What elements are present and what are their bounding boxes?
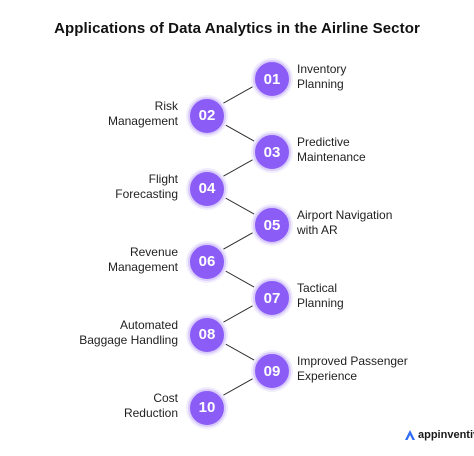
step-label-line1: Predictive xyxy=(297,135,350,149)
step-circle-03: 03 xyxy=(253,133,291,171)
step-label-line2: Reduction xyxy=(123,405,178,420)
step-circle-02: 02 xyxy=(188,96,226,135)
step-label-line1: Flight xyxy=(148,171,178,186)
step-circle-10: 10 xyxy=(188,388,226,427)
step-circle-08: 08 xyxy=(188,315,226,354)
step-circle-05: 05 xyxy=(253,206,291,244)
step-label-line2: Management xyxy=(107,259,178,274)
step-label-line2: Maintenance xyxy=(297,150,366,164)
step-label-line2: Planning xyxy=(297,77,344,91)
step-label-line2: Forecasting xyxy=(115,186,178,201)
appinventiv-logo-icon xyxy=(405,430,415,440)
step-label-line2: Management xyxy=(107,113,178,128)
step-label-line1: Tactical xyxy=(297,281,338,295)
step-label-line2: Experience xyxy=(297,369,358,383)
step-label-line2: Baggage Handling xyxy=(79,332,178,347)
step-circle-04: 04 xyxy=(188,169,226,208)
diagram-title: Applications of Data Analytics in the Ai… xyxy=(54,20,420,37)
step-label-line1: Automated xyxy=(119,317,178,332)
step-label-line1: Risk xyxy=(154,98,178,113)
step-label-line1: Revenue xyxy=(129,244,178,259)
step-circle-01: 01 xyxy=(253,60,291,98)
step-label-line1: Inventory xyxy=(297,62,347,76)
step-label-line1: Cost xyxy=(153,390,178,405)
step-circle-06: 06 xyxy=(188,242,226,281)
step-label-line2: with AR xyxy=(297,223,338,237)
step-label-line1: Improved Passenger xyxy=(297,354,408,368)
brand-name: appinventiv xyxy=(418,429,474,441)
step-circle-07: 07 xyxy=(253,279,291,317)
brand-mark: appinventiv xyxy=(404,429,474,441)
step-circle-09: 09 xyxy=(253,352,291,390)
step-label-line1: Airport Navigation xyxy=(297,208,393,222)
step-label-line2: Planning xyxy=(297,296,344,310)
